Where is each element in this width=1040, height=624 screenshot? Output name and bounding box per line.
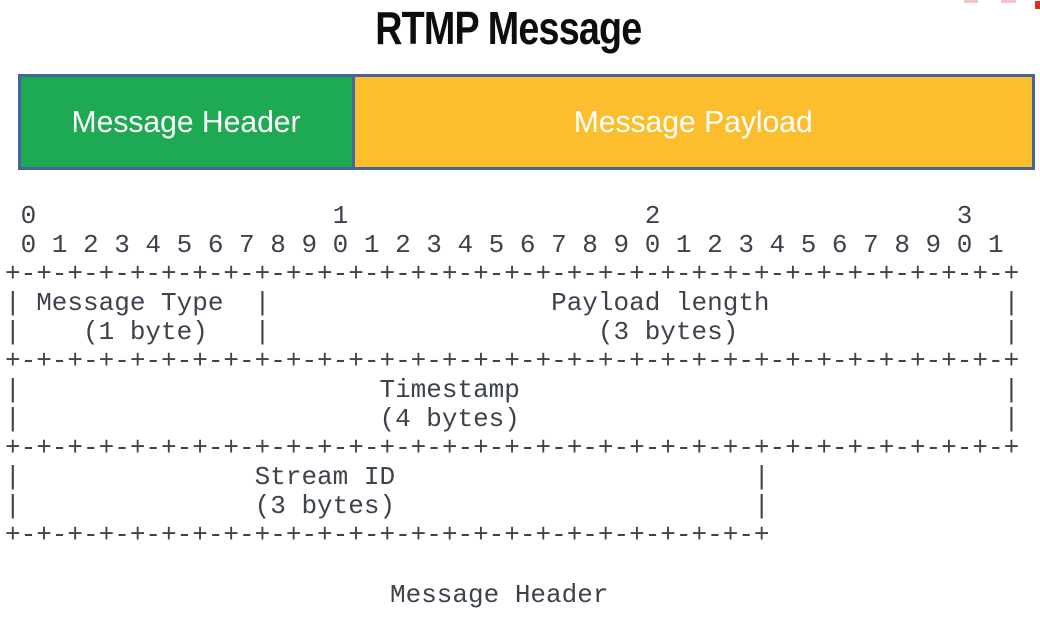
page-title-text: RTMP Message	[374, 2, 642, 54]
message-payload-label: Message Payload	[573, 104, 814, 139]
message-payload-box: Message Payload	[355, 77, 1032, 167]
message-structure-bar: Message Header Message Payload	[18, 74, 1035, 170]
message-header-box: Message Header	[21, 77, 355, 167]
corner-artifact-pink-left	[964, 0, 978, 3]
corner-artifact-red	[1035, 1, 1040, 9]
message-header-label: Message Header	[71, 104, 301, 139]
message-header-bit-diagram: 0 1 2 3 0 1 2 3 4 5 6 7 8 9 0 1 2 3 4 5 …	[5, 201, 1020, 550]
page-title: RTMP Message	[0, 2, 1016, 54]
corner-artifact-pink-right	[1001, 0, 1016, 3]
diagram-caption: Message Header	[390, 580, 609, 610]
